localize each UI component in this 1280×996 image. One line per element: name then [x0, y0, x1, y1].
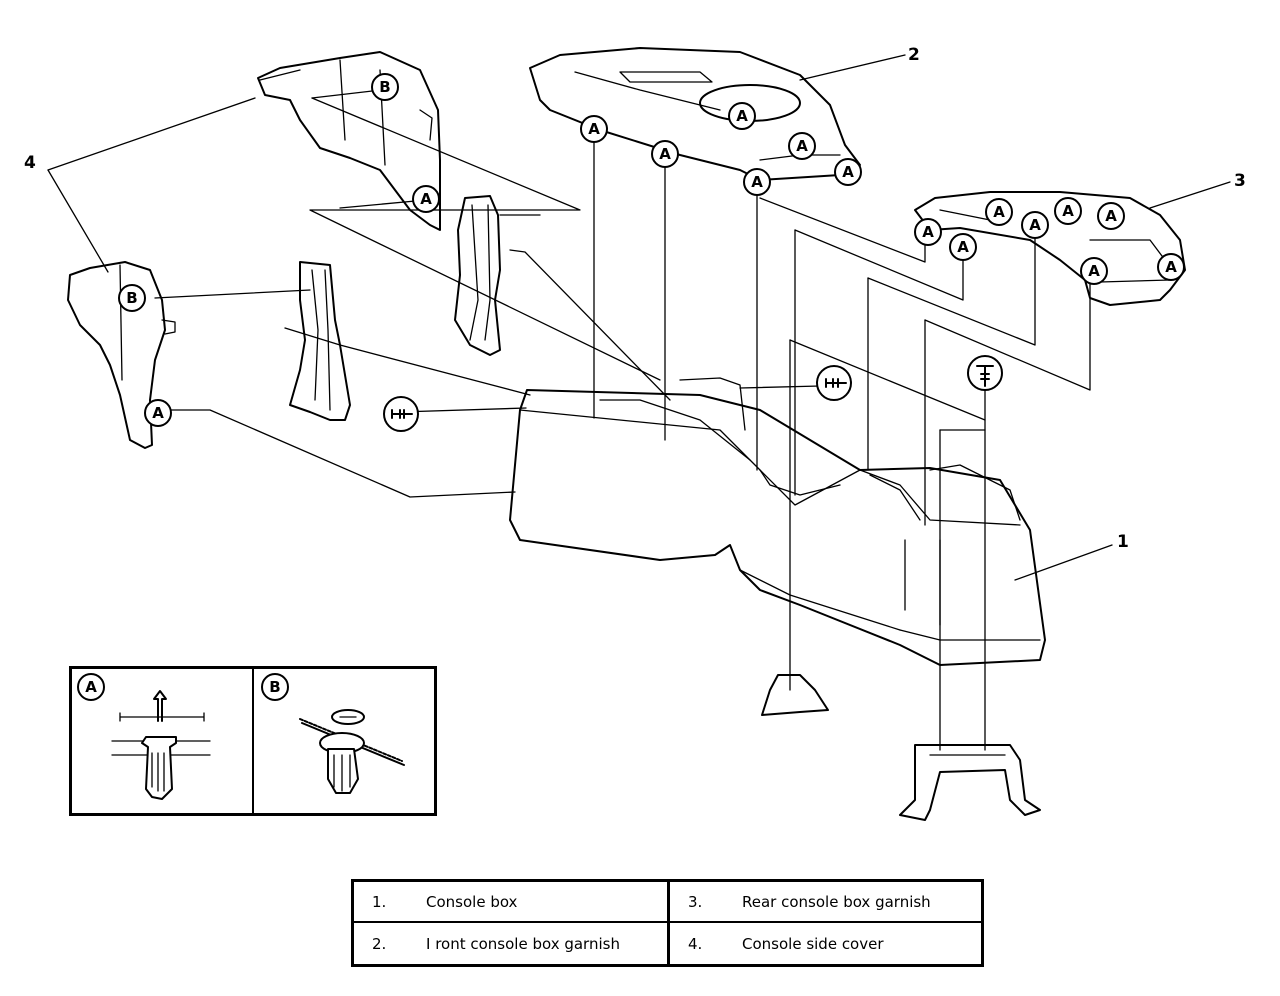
clip-icon	[111, 690, 211, 800]
front-console-box-garnish	[529, 47, 861, 181]
svg-text:A: A	[1105, 207, 1117, 225]
svg-text:A: A	[751, 173, 763, 191]
screw-icon	[383, 396, 419, 432]
svg-text:A: A	[736, 107, 748, 125]
callout-a-front-5: A	[743, 168, 771, 196]
svg-text:A: A	[1062, 202, 1074, 220]
legend-item-4: 4. Console side cover	[688, 934, 884, 953]
legend-item-2: 2. I ront console box garnish	[354, 923, 670, 964]
parts-legend: 1. Console box 3. Rear console box garni…	[351, 879, 984, 967]
legend-item-3: 3. Rear console box garnish	[670, 882, 981, 923]
callout-a-rear-8: A	[1157, 253, 1185, 281]
svg-text:A: A	[796, 137, 808, 155]
callout-a-rear-6: A	[1097, 202, 1125, 230]
inset-label-b: B	[261, 673, 289, 701]
part-number-4: 4	[24, 153, 36, 173]
callout-b-upper: B	[371, 73, 399, 101]
callout-a-front-4: A	[788, 132, 816, 160]
callout-a-rear-7: A	[1080, 257, 1108, 285]
inset-label-a: A	[77, 673, 105, 701]
svg-text:A: A	[1088, 262, 1100, 280]
part-number-3: 3	[1234, 171, 1246, 191]
svg-text:B: B	[379, 78, 390, 96]
screw-icon	[816, 365, 852, 401]
assembly-lines	[154, 87, 1091, 751]
part-number-2: 2	[908, 45, 920, 65]
svg-text:B: B	[269, 678, 280, 696]
bracket-left	[289, 261, 351, 421]
callout-a-lower-cover: A	[144, 399, 172, 427]
part-number-1: 1	[1117, 532, 1129, 552]
svg-text:A: A	[993, 203, 1005, 221]
callout-a-front-3: A	[728, 102, 756, 130]
callout-a-rear-4: A	[1021, 211, 1049, 239]
callout-a-rear-2: A	[949, 233, 977, 261]
callout-a-rear-5: A	[1054, 197, 1082, 225]
callout-b-lower: B	[118, 284, 146, 312]
svg-text:A: A	[842, 163, 854, 181]
callout-a-rear-3: A	[985, 198, 1013, 226]
callout-a-front-6: A	[834, 158, 862, 186]
svg-text:A: A	[420, 190, 432, 208]
clip-icon	[299, 709, 405, 794]
clip-detail-inset: A B	[69, 666, 437, 816]
svg-text:A: A	[659, 145, 671, 163]
svg-text:A: A	[922, 223, 934, 241]
callout-a-front-1: A	[580, 115, 608, 143]
svg-text:B: B	[126, 289, 137, 307]
svg-text:A: A	[152, 404, 164, 422]
svg-text:A: A	[1029, 216, 1041, 234]
console-box	[509, 377, 1046, 666]
svg-text:A: A	[957, 238, 969, 256]
legend-item-1: 1. Console box	[354, 882, 670, 923]
svg-text:A: A	[85, 678, 97, 696]
callout-a-front-2: A	[651, 140, 679, 168]
callout-a-rear-1: A	[914, 218, 942, 246]
callout-a-upper-cover: A	[412, 185, 440, 213]
number-pointers	[47, 54, 1231, 581]
bracket-center	[454, 195, 501, 356]
screw-icon	[967, 355, 1003, 391]
bracket-bottom-center	[761, 674, 829, 716]
svg-text:A: A	[588, 120, 600, 138]
svg-text:A: A	[1165, 258, 1177, 276]
bracket-bottom-right	[899, 744, 1041, 821]
